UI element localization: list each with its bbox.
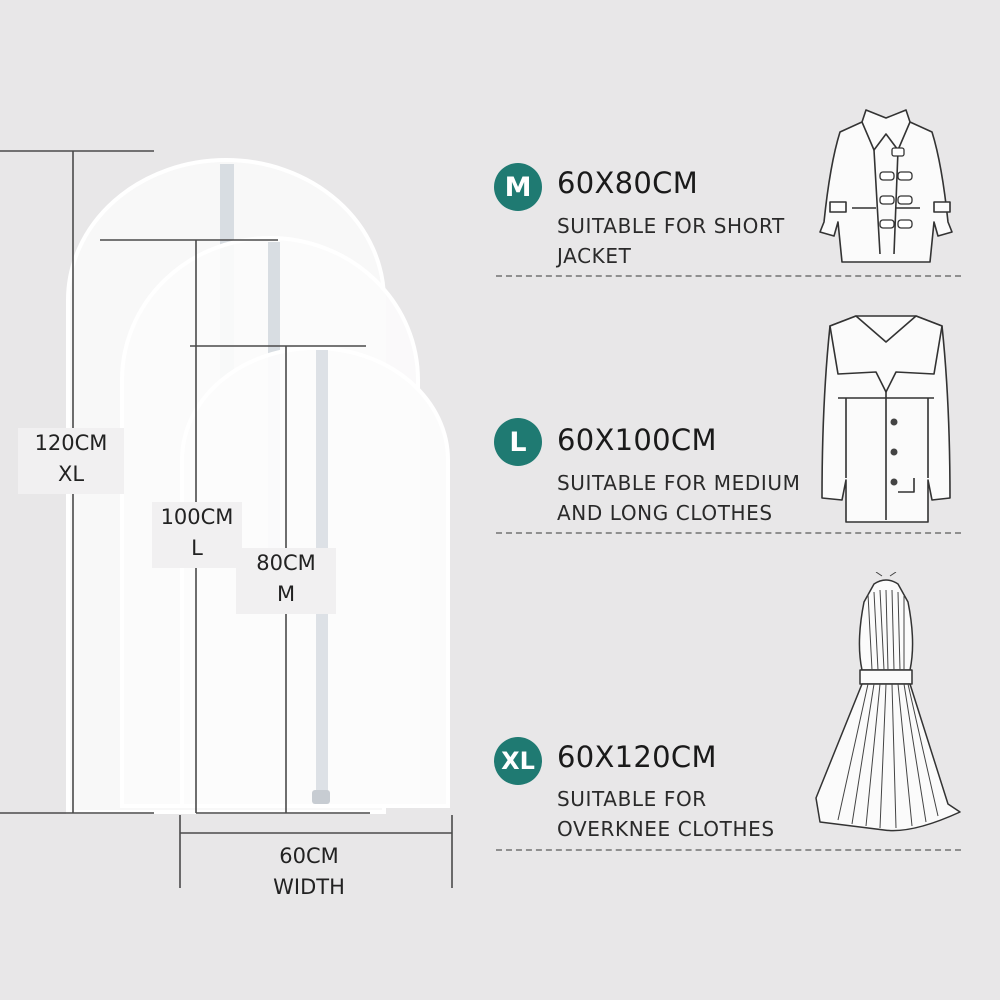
coat-icon xyxy=(821,315,951,523)
size-desc-m-line1: SUITABLE FOR SHORT xyxy=(557,214,785,238)
size-title-m: 60X80CM xyxy=(557,166,699,200)
size-desc-l-line1: SUITABLE FOR MEDIUM xyxy=(557,471,801,495)
width-label: 60CM WIDTH xyxy=(246,841,372,907)
m-height-value: 80CM xyxy=(256,551,316,575)
dress-icon xyxy=(815,572,961,832)
xl-size-letter: XL xyxy=(57,462,85,486)
divider-l xyxy=(496,532,961,534)
xl-height-label: 120CM XL xyxy=(18,428,124,494)
m-size-letter: M xyxy=(276,582,296,606)
zipper-pull xyxy=(312,790,330,804)
jacket-icon xyxy=(819,109,953,263)
size-desc-m: SUITABLE FOR SHORT JACKET xyxy=(557,211,785,271)
divider-m xyxy=(496,275,961,277)
size-desc-m-line2: JACKET xyxy=(557,244,632,268)
m-height-label: 80CM M xyxy=(236,548,336,614)
xl-height-value: 120CM xyxy=(34,431,108,455)
divider-xl xyxy=(496,849,961,851)
width-text: WIDTH xyxy=(273,875,345,899)
size-desc-l-line2: AND LONG CLOTHES xyxy=(557,501,773,525)
size-desc-l: SUITABLE FOR MEDIUM AND LONG CLOTHES xyxy=(557,468,800,528)
size-title-xl: 60X120CM xyxy=(557,740,717,774)
l-size-letter: L xyxy=(191,536,203,560)
l-height-label: 100CM L xyxy=(152,502,242,568)
size-desc-xl: SUITABLE FOR OVERKNEE CLOTHES xyxy=(557,784,775,844)
size-badge-l: L xyxy=(494,418,542,466)
size-desc-xl-line1: SUITABLE FOR xyxy=(557,787,707,811)
size-desc-xl-line2: OVERKNEE CLOTHES xyxy=(557,817,775,841)
size-badge-m: M xyxy=(494,163,542,211)
size-title-l: 60X100CM xyxy=(557,423,717,457)
size-badge-xl: XL xyxy=(494,737,542,785)
l-height-value: 100CM xyxy=(160,505,234,529)
width-value: 60CM xyxy=(279,844,339,868)
